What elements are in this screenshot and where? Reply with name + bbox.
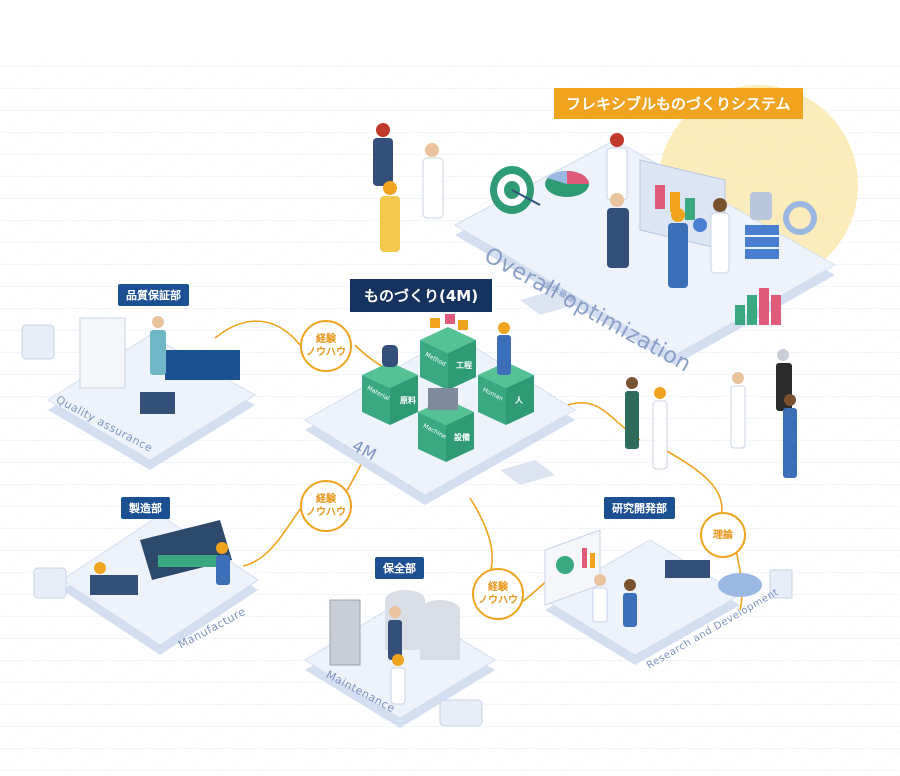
bar-blocks	[735, 288, 781, 325]
cube-machine-jp: 設備	[454, 433, 470, 442]
manufacture-platform	[33, 514, 259, 655]
cube-material	[362, 345, 418, 425]
quality-platform	[21, 316, 256, 470]
server-stack	[745, 192, 779, 259]
bubble-theory: 理論	[700, 512, 746, 558]
gear-icon	[783, 201, 817, 235]
cube-method	[420, 314, 476, 390]
bubble-line2: ノウハウ	[478, 595, 518, 606]
bubble-experience-3: 経験 ノウハウ	[472, 568, 524, 620]
cube-method-jp: 工程	[456, 361, 472, 370]
cube-human	[478, 322, 534, 425]
bubble-line2: ノウハウ	[306, 507, 346, 518]
pie-chart-icon	[545, 170, 589, 197]
maintenance-platform	[304, 590, 496, 728]
bubble-line2: ノウハウ	[306, 347, 346, 358]
bubble-experience-2: 経験 ノウハウ	[300, 480, 352, 532]
research-tag: 研究開発部	[604, 497, 675, 519]
flex-system-label: フレキシブルものづくりシステム	[554, 88, 803, 119]
target-icon	[490, 166, 541, 214]
maintenance-tag: 保全部	[375, 557, 424, 579]
bubble-line1: 経験	[316, 334, 336, 345]
bubble-line1: 経験	[316, 494, 336, 505]
research-platform	[544, 529, 793, 665]
monodzukuri-label: ものづくり(4M)	[350, 279, 493, 312]
bubble-experience-1: 経験 ノウハウ	[300, 320, 352, 372]
bubble-theory-label: 理論	[713, 529, 733, 541]
people-top	[373, 123, 730, 288]
people-right	[625, 349, 797, 478]
bubble-line1: 経験	[488, 582, 508, 593]
cube-human-jp: 人	[515, 396, 523, 405]
cube-machine	[418, 388, 474, 462]
dashboard-screen	[639, 159, 726, 251]
cube-material-jp: 原料	[400, 396, 416, 405]
quality-tag: 品質保証部	[118, 284, 189, 306]
arrow-decorations	[500, 290, 575, 485]
manufacture-tag: 製造部	[121, 497, 170, 519]
